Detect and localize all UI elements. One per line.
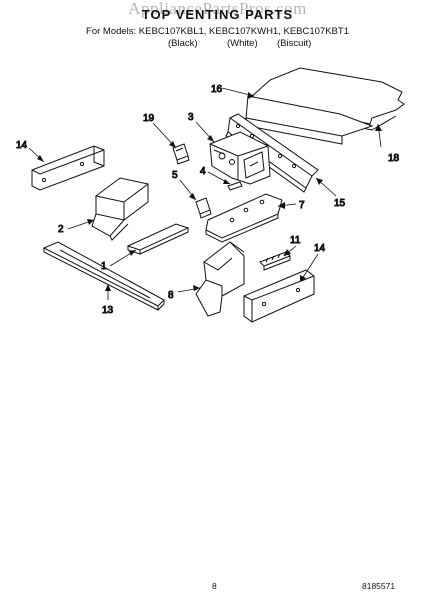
part-5-switch (195, 197, 212, 219)
part-11-terminal-block (259, 251, 291, 271)
color-black: (Black) (168, 38, 198, 49)
callout-14-upper: 14 (16, 140, 28, 151)
part-7-support-plate (205, 193, 283, 243)
callout-4: 4 (200, 166, 206, 177)
callout-5: 5 (172, 170, 178, 181)
part-19-switch (172, 143, 190, 165)
part-3-blower-assembly (209, 131, 271, 185)
part-4-pin (227, 181, 243, 191)
part-14-side-bracket-right (243, 269, 315, 323)
callout-13: 13 (102, 305, 114, 316)
color-biscuit: (Biscuit) (277, 38, 312, 49)
page-title: TOP VENTING PARTS (141, 7, 294, 22)
part-8-bent-bracket (195, 241, 245, 317)
part-14-side-bracket-left (31, 145, 105, 191)
callout-18: 18 (388, 153, 400, 164)
callout-2: 2 (58, 224, 64, 235)
callout-7: 7 (299, 200, 305, 211)
callout-11: 11 (290, 235, 301, 246)
page-number: 8 (212, 581, 217, 591)
models-line: For Models: KEBC107KBL1, KEBC107KWH1, KE… (86, 26, 349, 37)
callout-3: 3 (188, 112, 194, 123)
callout-1: 1 (101, 261, 107, 272)
watermark: AppliancePartsPros.com (128, 0, 307, 18)
color-white: (White) (227, 38, 258, 49)
callout-16: 16 (211, 84, 223, 95)
callout-8: 8 (168, 290, 174, 301)
document-number: 8185571 (362, 581, 396, 591)
callout-15: 15 (334, 198, 346, 209)
callout-14-lower: 14 (314, 243, 326, 254)
part-13-bottom-rail (42, 241, 165, 311)
arrowheads (37, 92, 382, 291)
callout-19: 19 (143, 113, 155, 124)
part-1-strip (126, 223, 190, 255)
part-2-vent-duct (91, 177, 150, 241)
